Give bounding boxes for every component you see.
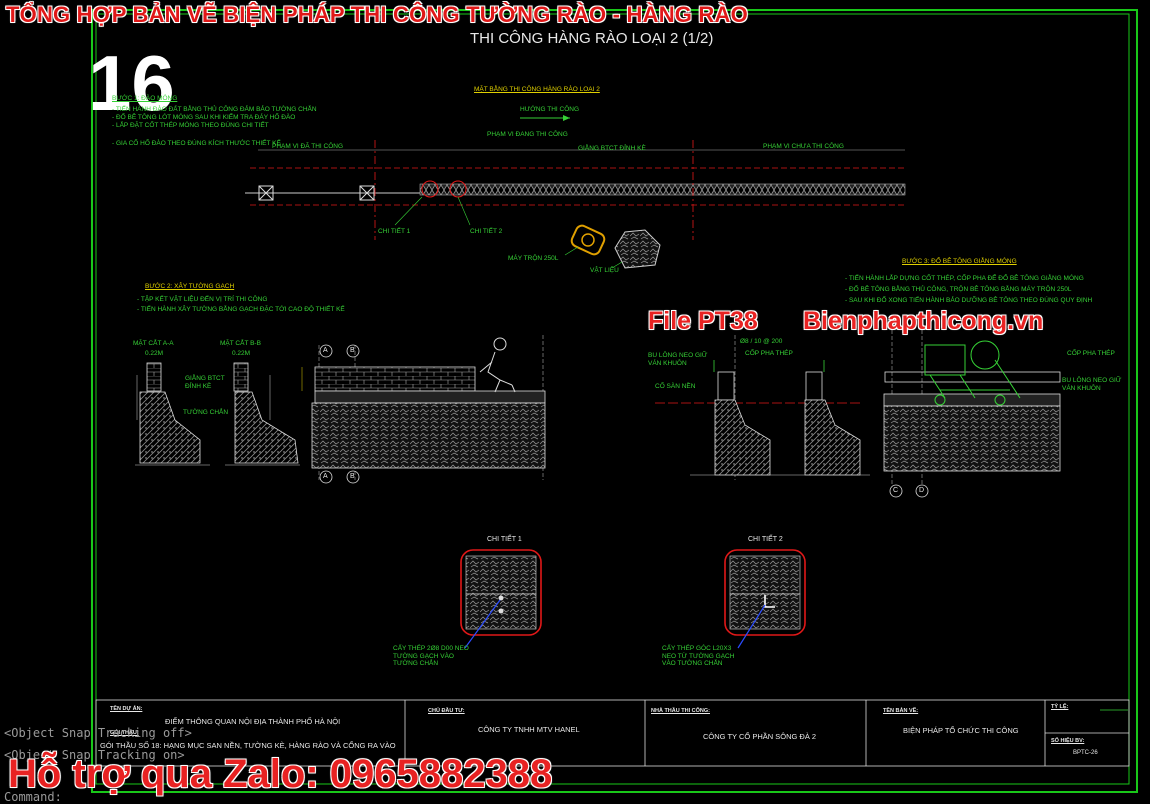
bolt-label-left: BU LÔNG NEO GIỮ VÁN KHUÔN bbox=[648, 352, 708, 367]
inner-frame bbox=[95, 13, 1130, 785]
project-name: ĐIỂM THÔNG QUAN NỘI ĐỊA THÀNH PHỐ HÀ NỘI bbox=[165, 717, 341, 726]
material-label: VẬT LIỆU bbox=[590, 267, 619, 274]
package-label: GÓI THẦU: bbox=[110, 730, 139, 736]
section-step3 bbox=[655, 335, 870, 480]
section-aa-title: MẶT CẮT A-A bbox=[133, 340, 174, 347]
mixer-label: MÁY TRỘN 250L bbox=[508, 255, 559, 262]
step1-note-1: - TIẾN HÀNH ĐÀO ĐẤT BẰNG THỦ CÔNG ĐẢM BẢ… bbox=[112, 106, 317, 113]
file-code-watermark: File PT38 bbox=[648, 307, 758, 335]
step3-title: BƯỚC 3: ĐỔ BÊ TÔNG GIẰNG MÓNG bbox=[902, 258, 1017, 265]
grid-a-top: A bbox=[323, 347, 328, 354]
elevation-step3 bbox=[883, 330, 1061, 485]
plan-title: MẶT BẰNG THI CÔNG HÀNG RÀO LOẠI 2 bbox=[474, 86, 600, 93]
detail1-note: CẤY THÉP 2Ø8 D00 NEO TƯỜNG GẠCH VÀO TƯỜN… bbox=[393, 645, 469, 667]
grid-d: D bbox=[919, 487, 925, 494]
bolt-label-right: BU LÔNG NEO GIỮ VÁN KHUÔN bbox=[1062, 377, 1122, 392]
step1-title: BƯỚC 1: ĐÀO MÓNG bbox=[112, 95, 178, 102]
grid-b-top: B bbox=[350, 347, 355, 354]
drawing-name: BIỆN PHÁP TỔ CHỨC THI CÔNG bbox=[903, 726, 1019, 735]
step2-title: BƯỚC 2: XÂY TƯỜNG GẠCH bbox=[145, 283, 235, 290]
grid-markers bbox=[319, 344, 929, 498]
beam-label: GIẰNG BTCT ĐỈNH KÈ bbox=[578, 145, 646, 152]
zone-todo-label: PHẠM VI CHƯA THI CÔNG bbox=[763, 143, 844, 150]
section-beam-label: GIẰNG BTCT ĐỈNH KÈ bbox=[185, 375, 225, 390]
section-bb bbox=[225, 362, 300, 466]
step3-note-3: - SAU KHI ĐỔ XONG TIẾN HÀNH BẢO DƯỠNG BÊ… bbox=[845, 297, 1093, 304]
worker-icon bbox=[479, 337, 516, 393]
step1-note-3: - LẮP ĐẶT CỐT THÉP MÓNG THEO ĐÚNG CHI TI… bbox=[112, 122, 269, 129]
package-name: GÓI THẦU SỐ 18: HẠNG MỤC SAN NỀN, TƯỜNG … bbox=[100, 741, 396, 750]
retaining-wall-label: TƯỜNG CHẮN bbox=[183, 409, 229, 416]
zone-doing-label: PHẠM VI ĐANG THI CÔNG bbox=[487, 131, 568, 138]
title-block bbox=[95, 699, 1130, 767]
section-aa-width: 0.22M bbox=[145, 350, 164, 357]
detail1-ref: CHI TIẾT 1 bbox=[378, 228, 411, 235]
plan-view bbox=[245, 115, 906, 269]
elevation-step2 bbox=[301, 335, 546, 480]
step2-note-1: - TẬP KẾT VẬT LIỆU ĐẾN VỊ TRÍ THI CÔNG bbox=[137, 296, 268, 303]
section-bb-width: 0.22M bbox=[232, 350, 251, 357]
concrete-mixer-icon bbox=[570, 224, 606, 256]
formwork-label-left: CỐP PHA THÉP bbox=[745, 350, 793, 357]
drawing-label: TÊN BẢN VẼ: bbox=[883, 708, 919, 714]
rebar-label: Ø8 / 10 @ 200 bbox=[740, 338, 783, 345]
detail2-ref: CHI TIẾT 2 bbox=[470, 228, 503, 235]
grid-a-bottom: A bbox=[323, 473, 328, 480]
contractor-name: CÔNG TY CỔ PHẦN SÔNG ĐÀ 2 bbox=[703, 732, 817, 741]
detail2-title: CHI TIẾT 2 bbox=[748, 536, 783, 543]
sheet-label: SỐ HIỆU BV: bbox=[1051, 738, 1085, 744]
command-history-line-1: <Object Snap Tracking off> bbox=[4, 726, 192, 740]
sheet-title: THI CÔNG HÀNG RÀO LOẠI 2 (1/2) bbox=[470, 30, 714, 47]
project-label: TÊN DỰ ÁN: bbox=[110, 706, 143, 712]
sheet-code: BPTC-26 bbox=[1073, 750, 1098, 756]
step1-note-4: - GIA CỐ HỐ ĐÀO THEO ĐÚNG KÍCH THƯỚC THI… bbox=[112, 140, 281, 147]
scale-label: TỶ LỆ: bbox=[1051, 704, 1069, 710]
detail-2 bbox=[724, 549, 806, 649]
command-prompt[interactable]: Command: bbox=[4, 790, 62, 804]
owner-label: CHỦ ĐẦU TƯ: bbox=[428, 708, 465, 714]
section-bb-title: MẶT CẮT B-B bbox=[220, 340, 261, 347]
step2-note-2: - TIẾN HÀNH XÂY TƯỜNG BẰNG GẠCH ĐẶC TỚI … bbox=[137, 306, 345, 313]
mixer-machine-icon bbox=[924, 340, 1021, 406]
step3-note-1: - TIẾN HÀNH LẮP DỰNG CỐT THÉP, CỐP PHA Đ… bbox=[845, 275, 1084, 282]
main-title: TỔNG HỢP BẢN VẼ BIỆN PHÁP THI CÔNG TƯỜNG… bbox=[6, 2, 748, 27]
sheet-number: 16 bbox=[88, 39, 175, 127]
step1-note-2: - ĐỔ BÊ TÔNG LÓT MÓNG SAU KHI KIỂM TRA Đ… bbox=[112, 114, 296, 121]
website-watermark: Bienphapthicong.vn bbox=[803, 307, 1044, 335]
direction-label: HƯỚNG THI CÔNG bbox=[520, 106, 580, 113]
command-history-line-2: <Object Snap Tracking on> bbox=[4, 748, 185, 762]
grid-b-bottom: B bbox=[350, 473, 355, 480]
detail-1 bbox=[460, 549, 542, 649]
contractor-label: NHÀ THẦU THI CÔNG: bbox=[651, 708, 710, 714]
zone-done-label: PHẠM VI ĐÃ THI CÔNG bbox=[272, 143, 344, 150]
grid-c: C bbox=[893, 487, 899, 494]
section-aa bbox=[135, 362, 210, 466]
formwork-label-right: CỐP PHA THÉP bbox=[1067, 350, 1115, 357]
material-pile-icon bbox=[614, 229, 661, 269]
step3-note-2: - ĐỔ BÊ TÔNG BẰNG THỦ CÔNG, TRỘN BÊ TÔNG… bbox=[845, 286, 1072, 293]
outer-frame bbox=[91, 9, 1138, 793]
detail1-title: CHI TIẾT 1 bbox=[487, 536, 522, 543]
detail2-note: CẤY THÉP GÓC L20X3 NEO TỪ TƯỜNG GẠCH VÀO… bbox=[662, 645, 735, 667]
zalo-contact-watermark: Hỗ trợ qua Zalo: 0965882388 bbox=[8, 752, 553, 796]
owner-name: CÔNG TY TNHH MTV HANEL bbox=[478, 725, 580, 734]
floor-level-label: CỐ SÀN NỀN bbox=[655, 383, 696, 390]
